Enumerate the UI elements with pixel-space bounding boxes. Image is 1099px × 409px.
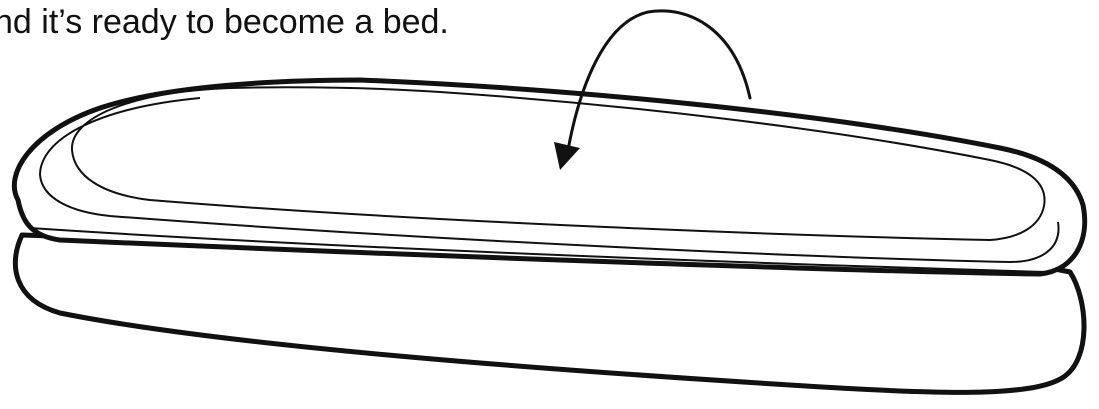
curved-arrow-icon <box>554 142 580 170</box>
fold-arrow <box>566 9 752 152</box>
mattress-seam <box>29 227 1049 273</box>
mattress-top-edge <box>39 97 1060 264</box>
instruction-caption: nd it’s ready to become a bed. <box>0 3 449 41</box>
mattress-top-surface <box>70 86 1046 242</box>
